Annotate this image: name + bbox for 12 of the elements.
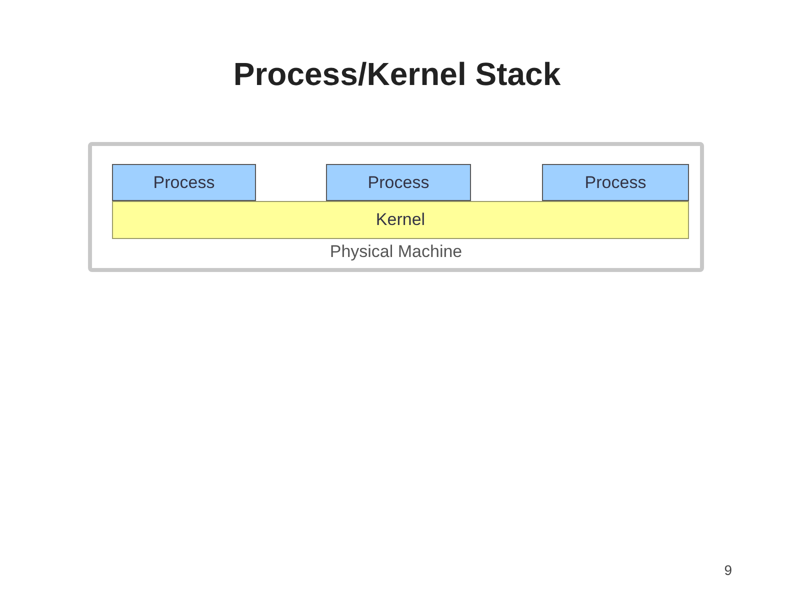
node-label: Physical Machine bbox=[328, 240, 464, 262]
process-box bbox=[542, 164, 689, 201]
page-number: 9 bbox=[724, 561, 732, 580]
title: Process/Kernel Stack bbox=[232, 55, 562, 94]
machine-box bbox=[88, 142, 704, 272]
node-label: Process bbox=[584, 172, 646, 194]
node-label: Process bbox=[153, 172, 215, 194]
kernel-box bbox=[112, 201, 689, 239]
process-box bbox=[326, 164, 471, 201]
node-label: Process bbox=[368, 172, 430, 194]
node-label: Kernel bbox=[376, 209, 426, 232]
process-box bbox=[112, 164, 256, 201]
